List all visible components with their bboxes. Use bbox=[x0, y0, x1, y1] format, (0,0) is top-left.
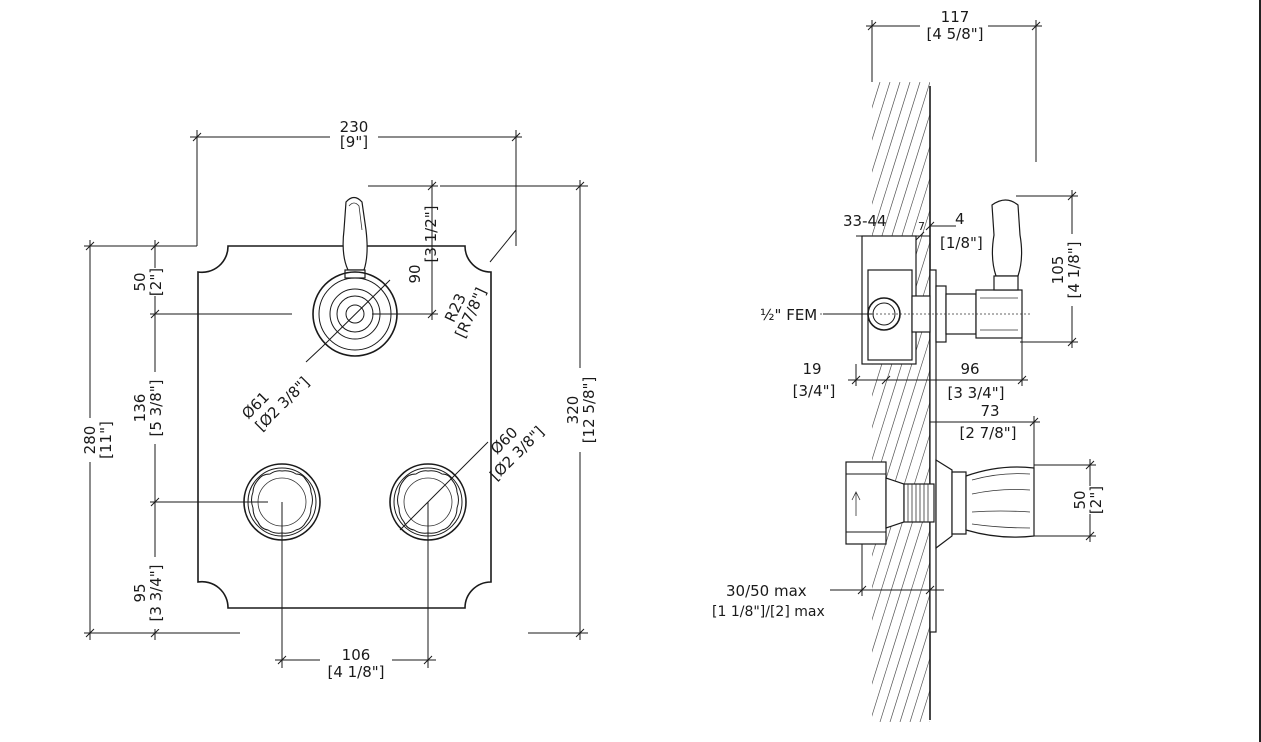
lever-handle bbox=[312, 196, 398, 357]
diverter-valve-body bbox=[820, 199, 1030, 365]
body-depth-sub: 7 bbox=[918, 220, 925, 233]
handle-offset-mm: 50 bbox=[131, 272, 149, 291]
inlet-in: [3/4"] bbox=[793, 382, 836, 400]
spacing-mm: 136 bbox=[131, 394, 149, 423]
cover-plate bbox=[197, 245, 492, 609]
knob-projection-in: [2 7/8"] bbox=[959, 424, 1016, 442]
handle-height-in: [3 1/2"] bbox=[422, 205, 440, 262]
front-view: 230 [9"] 280 [11"] 50 [2"] 136 [5 3/8"] bbox=[80, 118, 599, 681]
lever-projection-in: [3 3/4"] bbox=[947, 384, 1004, 402]
knob-spacing-mm: 106 bbox=[342, 646, 371, 664]
bottom-offset-in: [3 3/4"] bbox=[147, 564, 165, 621]
wall-range-mm: 30/50 max bbox=[726, 582, 807, 600]
body-depth-mm: 33-44 bbox=[843, 212, 887, 230]
knob-projection-mm: 73 bbox=[980, 402, 999, 420]
wall-hatch bbox=[872, 82, 930, 722]
height-mm: 280 bbox=[81, 426, 99, 455]
plate-thickness-in: [1/8"] bbox=[940, 234, 983, 252]
lever-height-mm: 105 bbox=[1049, 256, 1067, 285]
knob-height-mm: 50 bbox=[1071, 490, 1089, 509]
wall-range-in: [1 1/8"]/[2] max bbox=[712, 604, 825, 620]
spacing-in: [5 3/8"] bbox=[147, 379, 165, 436]
height-in: [11"] bbox=[97, 421, 115, 459]
volume-valve-body bbox=[845, 458, 1035, 550]
width-in: [9"] bbox=[340, 133, 368, 151]
width-mm: 230 bbox=[340, 118, 369, 136]
knob-height-in: [2"] bbox=[1087, 486, 1105, 514]
depth-mm: 117 bbox=[941, 8, 970, 26]
lever-height-in: [4 1/8"] bbox=[1065, 241, 1083, 298]
knob-spacing-in: [4 1/8"] bbox=[327, 663, 384, 681]
depth-in: [4 5/8"] bbox=[926, 25, 983, 43]
side-view: 117 [4 5/8"] 33-44 7 4 [1/8"] ½ bbox=[712, 8, 1106, 722]
lever-projection-mm: 96 bbox=[960, 360, 979, 378]
handle-offset-in: [2"] bbox=[147, 268, 165, 296]
total-height-mm: 320 bbox=[564, 396, 582, 425]
total-height-in: [12 5/8"] bbox=[580, 377, 598, 444]
bottom-offset-mm: 95 bbox=[131, 583, 149, 602]
frame-edge bbox=[1259, 0, 1261, 742]
plate-thickness-mm: 4 bbox=[955, 210, 965, 228]
connection-label: ½" FEM bbox=[760, 306, 817, 324]
handle-height-mm: 90 bbox=[406, 264, 424, 283]
inlet-mm: 19 bbox=[802, 360, 821, 378]
